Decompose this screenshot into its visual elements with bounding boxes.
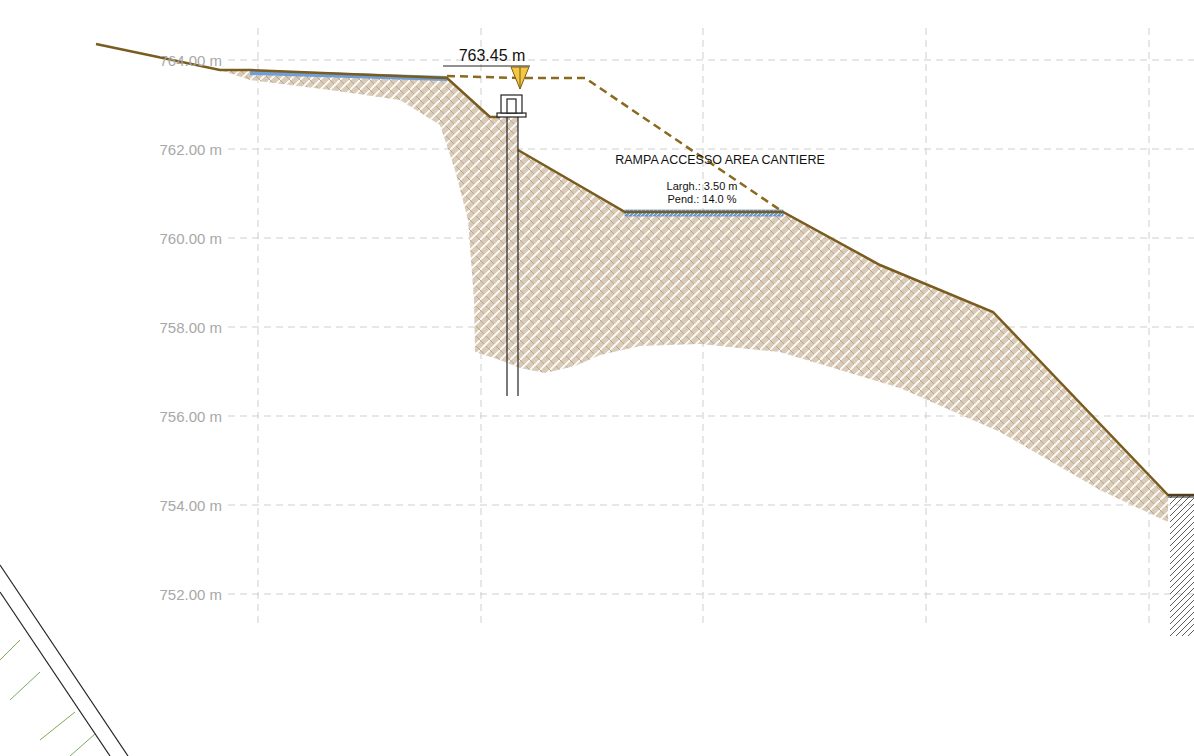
elevation-value: 763.45 m bbox=[459, 48, 526, 64]
project-line bbox=[447, 76, 783, 212]
elevation-label: 758.00 m bbox=[159, 320, 222, 335]
terrain-line bbox=[518, 150, 1194, 495]
marker-line bbox=[443, 66, 530, 67]
ramp-slope: Pend.: 14.0 % bbox=[667, 194, 736, 205]
plan-fragment bbox=[0, 565, 128, 756]
elevation-label: 764.00 m bbox=[159, 53, 222, 68]
ramp-width: Largh.: 3.50 m bbox=[667, 181, 738, 192]
elevation-label: 754.00 m bbox=[159, 498, 222, 513]
plan-fragment bbox=[0, 640, 95, 756]
elevation-label: 752.00 m bbox=[159, 587, 222, 602]
elevation-marker bbox=[511, 67, 529, 89]
elevation-label: 762.00 m bbox=[159, 142, 222, 157]
pile bbox=[497, 95, 526, 396]
terrain-line bbox=[96, 44, 500, 117]
elevation-label: 760.00 m bbox=[159, 231, 222, 246]
rock-hatch bbox=[1170, 496, 1194, 636]
ramp-title: RAMPA ACCESSO AREA CANTIERE bbox=[615, 154, 825, 167]
elevation-label: 756.00 m bbox=[159, 409, 222, 424]
soil-section bbox=[220, 70, 1168, 522]
